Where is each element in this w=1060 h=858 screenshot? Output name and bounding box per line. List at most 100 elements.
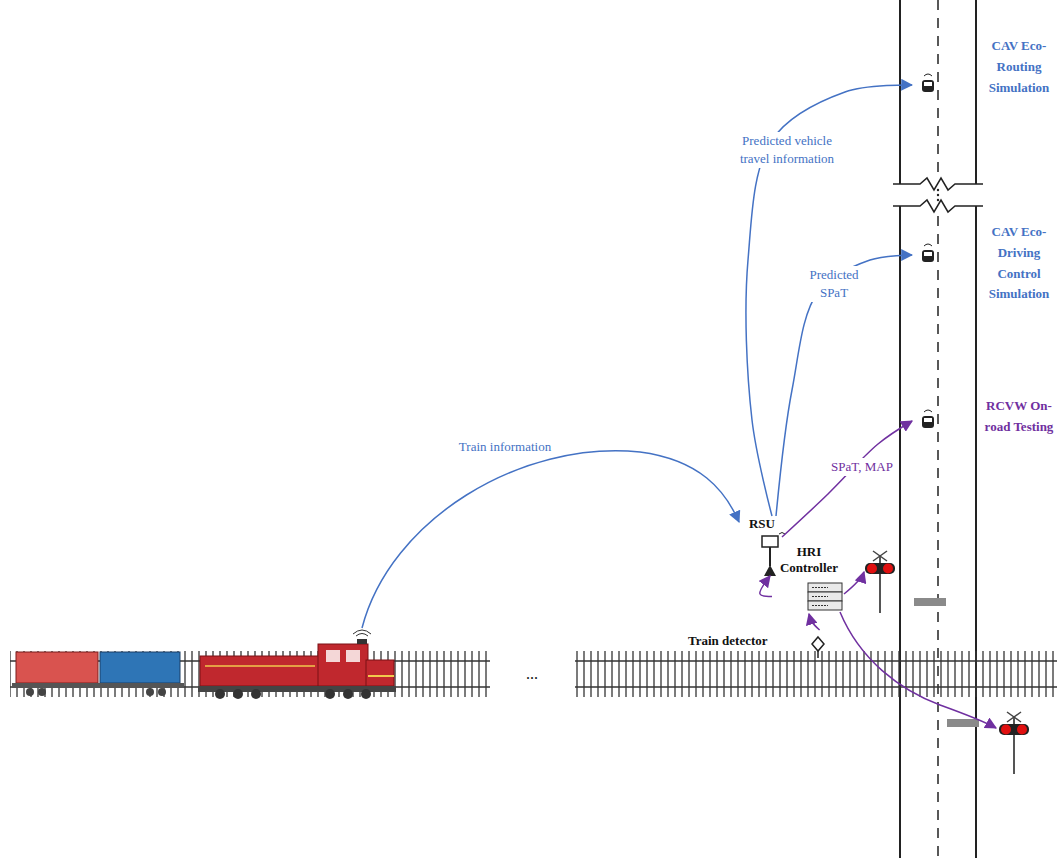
testing-label: RCVW On-road Testing	[912, 396, 1056, 440]
crossing-signal-part-part	[883, 564, 893, 574]
freight-train-part	[368, 675, 394, 677]
road-part	[893, 200, 983, 212]
simulation-label: CAV Eco-Routing Simulation	[912, 36, 1056, 101]
vehicle-icon-part-part	[924, 244, 932, 246]
gate-arm-part	[914, 598, 946, 606]
railway-track-part	[575, 686, 1057, 688]
train-detector-symbol-part	[812, 637, 824, 651]
vehicle-icon-part-part	[924, 410, 932, 412]
railway-track-part	[575, 651, 1057, 697]
road-part	[975, 206, 977, 858]
freight-train-part	[356, 634, 368, 637]
vehicle-icon-part-part	[924, 418, 932, 422]
freight-train-part	[346, 650, 360, 662]
road	[893, 0, 983, 858]
edge-label: Predicted SPaT	[799, 266, 869, 301]
connector-arrow	[782, 421, 912, 537]
node-text: CAV Eco-Driving Control Simulation	[982, 222, 1056, 305]
crossing-signal-part-part	[867, 564, 877, 574]
gate-arm-part	[947, 719, 979, 727]
road-part	[975, 0, 977, 184]
simulation-label: CAV Eco-Driving Control Simulation	[912, 222, 1056, 308]
freight-train-part	[353, 630, 371, 634]
vehicle-icon-part	[922, 74, 934, 92]
server-icon-part	[812, 596, 828, 597]
freight-train	[12, 630, 396, 699]
freight-train-part	[318, 644, 368, 686]
vehicle-icon-part-part	[922, 250, 934, 262]
freight-train-part	[16, 652, 98, 683]
server-icon-part	[812, 605, 828, 606]
freight-train-part	[326, 650, 340, 662]
edge-label: SPaT, MAP	[829, 458, 895, 476]
vehicle-icon-part-part	[924, 74, 932, 76]
crossing-signal	[865, 551, 1029, 774]
road-part	[937, 194, 939, 196]
freight-train-part	[146, 688, 154, 696]
rsu-icon-part	[769, 547, 771, 566]
connector-arrow	[760, 576, 772, 597]
freight-train-part	[361, 689, 371, 699]
vehicle-icon-part-part	[922, 80, 934, 92]
edge-label: Predicted vehicle travel information	[729, 132, 845, 167]
node-text: Train detector	[688, 630, 800, 652]
server-icon-part	[808, 592, 842, 601]
node-text: HRI Controller	[772, 544, 846, 577]
vehicle-icon	[922, 74, 934, 428]
freight-train-part	[343, 689, 353, 699]
road-part	[893, 178, 983, 190]
road-part	[937, 189, 939, 191]
server-icon-part	[808, 583, 842, 592]
vehicle-icon-part-part	[922, 416, 934, 428]
rsu-icon-part	[764, 565, 776, 576]
freight-train-part	[200, 656, 320, 686]
railway-track-part	[10, 651, 490, 697]
rsu-icon-part	[779, 533, 785, 535]
crossing-signal-part-part	[999, 724, 1029, 735]
node-text: CAV Eco-Routing Simulation	[982, 36, 1056, 98]
freight-train-part	[100, 652, 180, 683]
freight-train-part	[38, 688, 46, 696]
crossing-signal-part-part	[1017, 725, 1027, 735]
signal-wire-part	[844, 572, 864, 594]
node-text: RSU	[742, 516, 782, 532]
rsu-icon-part	[762, 536, 778, 547]
train-info-arrow	[362, 451, 739, 628]
freight-train-part	[205, 665, 315, 667]
freight-train-part	[357, 639, 367, 644]
crossing-signal-part	[999, 712, 1029, 774]
node-text: RCVW On-road Testing	[982, 396, 1056, 438]
signal-wire	[840, 572, 996, 728]
signal-wire-part	[840, 612, 996, 728]
controller-node: HRI Controller	[772, 544, 846, 614]
crossing-signal-part	[865, 551, 895, 613]
freight-train-part	[12, 683, 184, 688]
crossing-signal-part-part	[1001, 725, 1011, 735]
train-detector-symbol	[812, 637, 824, 658]
freight-train-part	[233, 689, 243, 699]
railway-track-part	[575, 660, 1057, 662]
freight-train-part	[251, 689, 261, 699]
freight-train-part	[26, 688, 34, 696]
freight-train-part	[215, 689, 225, 699]
road-part	[899, 0, 901, 184]
vehicle-icon-part-part	[924, 82, 932, 86]
freight-train-part	[325, 689, 335, 699]
road-part	[937, 199, 939, 201]
detector-node: Train detector	[688, 630, 828, 654]
ellipsis: ...	[524, 663, 540, 685]
vehicle-icon-part	[922, 410, 934, 428]
crossing-signal-part-part	[865, 563, 895, 574]
vehicle-icon-part	[922, 244, 934, 262]
freight-train-part	[366, 660, 394, 686]
rsu-node: RSU	[742, 516, 782, 576]
freight-train-part	[158, 688, 166, 696]
road-part	[937, 216, 939, 858]
flow-label: Train information	[457, 438, 553, 456]
vehicle-icon-part-part	[924, 252, 932, 256]
connector-arrow	[809, 614, 820, 630]
server-icon	[808, 583, 842, 610]
